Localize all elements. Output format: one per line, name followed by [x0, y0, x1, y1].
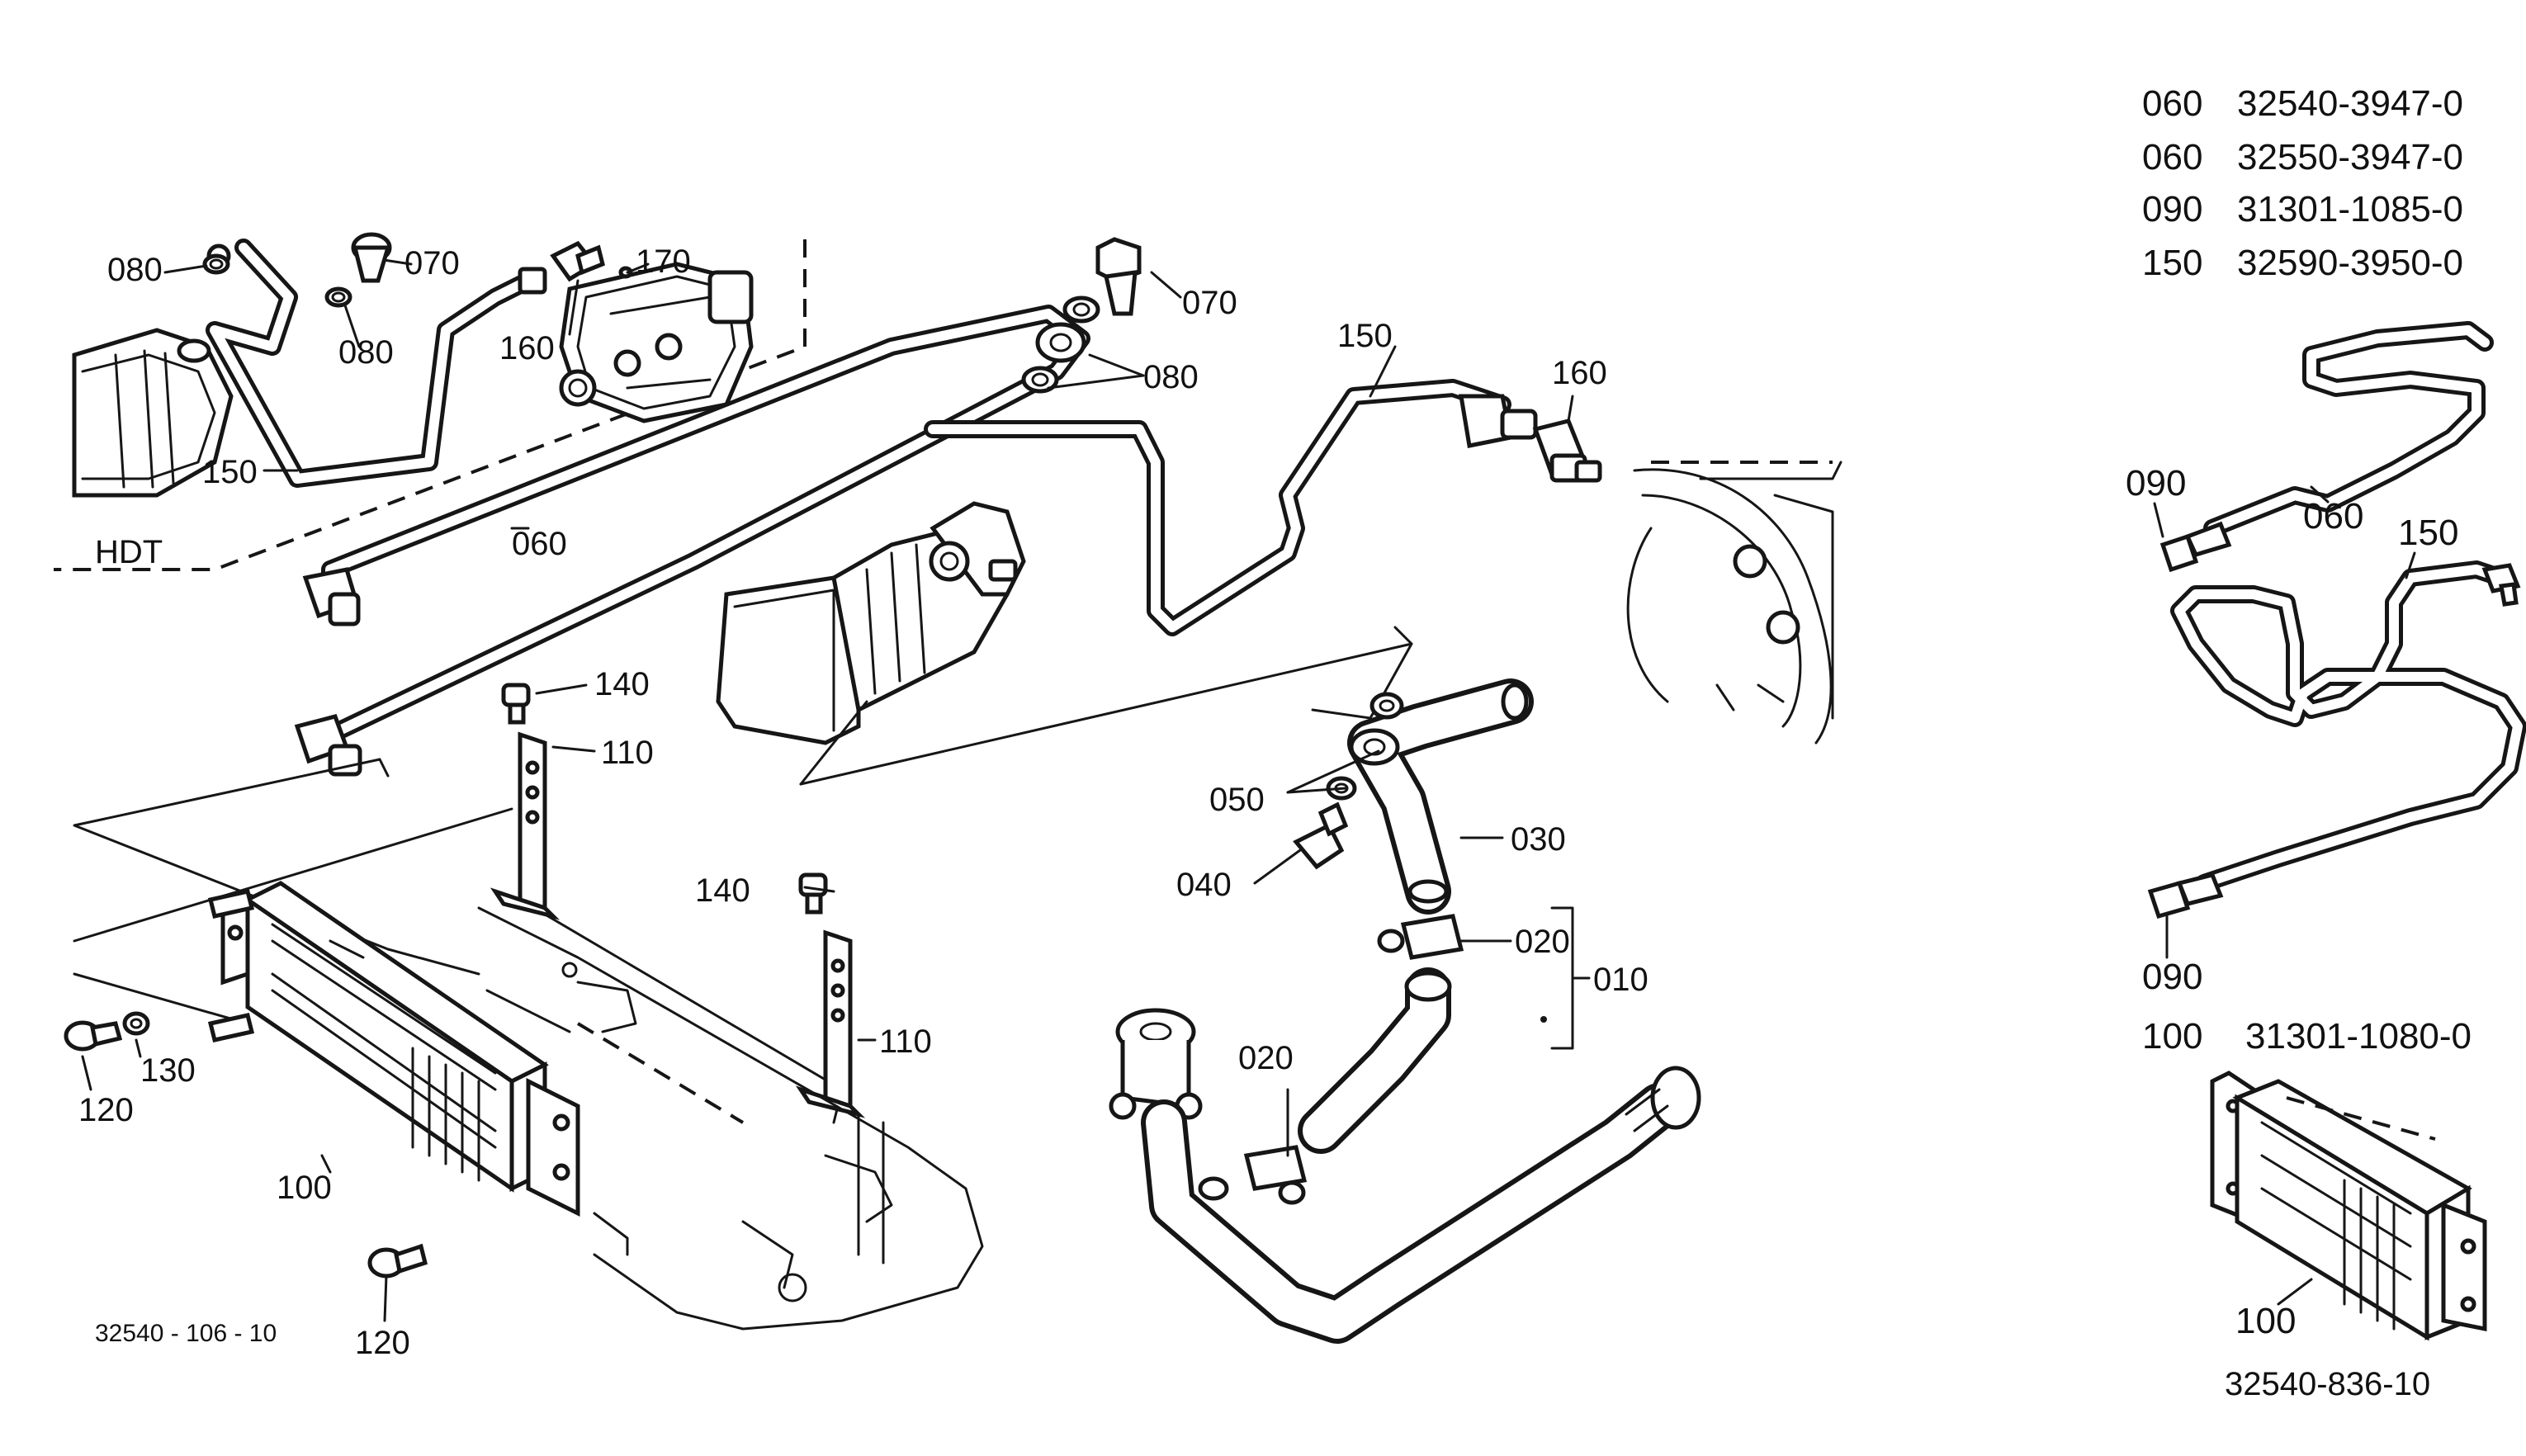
inset-pipe-060 — [2159, 321, 2494, 573]
inset-callout-090-upper: 090 — [2126, 463, 2186, 503]
fitting-060-bottom — [294, 714, 362, 777]
callout-080-middle: 080 — [1143, 359, 1199, 395]
callout-070-middle: 070 — [1182, 285, 1237, 321]
inset-callout-060: 060 — [2303, 496, 2363, 537]
callout-140-right: 140 — [695, 872, 750, 909]
hose-clamp-020-upper — [1377, 914, 1464, 960]
callout-110-right: 110 — [879, 1023, 932, 1060]
callout-020-lower: 020 — [1238, 1040, 1294, 1076]
parts-list-ref-4: 150 — [2142, 243, 2202, 283]
callout-080-upper-mid: 080 — [338, 334, 394, 371]
hdt-pump — [72, 243, 234, 498]
callout-030: 030 — [1511, 821, 1566, 858]
callout-110-left: 110 — [601, 735, 654, 771]
pipe-150-upper — [206, 239, 547, 488]
washer-080-upper-left — [202, 253, 230, 275]
callout-150-upper: 150 — [202, 454, 258, 490]
parts-list-partno-3: 31301-1085-0 — [2237, 189, 2463, 229]
fitting-150-end — [1459, 394, 1538, 448]
bolt-070-upper-left — [351, 232, 392, 283]
bolt-140-left — [501, 683, 531, 725]
parts-list-partno-2: 32550-3947-0 — [2237, 137, 2463, 177]
callout-140-left: 140 — [594, 666, 650, 702]
callout-130: 130 — [140, 1052, 196, 1089]
bolt-140-right — [798, 872, 828, 915]
callout-100: 100 — [277, 1170, 332, 1206]
inset-pipe-150 — [2147, 560, 2526, 919]
parts-list-partno-4: 32590-3950-0 — [2237, 243, 2463, 283]
variant-label-hdt: HDT — [95, 534, 163, 570]
callout-040: 040 — [1176, 867, 1232, 903]
pipe-150-middle — [924, 379, 1511, 636]
inset-leader-100 — [2277, 1278, 2313, 1306]
leader-pump-region — [799, 626, 1413, 786]
callout-160-upper: 160 — [499, 330, 555, 366]
inset-part-ref: 100 — [2142, 1016, 2202, 1057]
inset-callout-100: 100 — [2235, 1301, 2296, 1341]
figure-id-inset: 32540-836-10 — [2225, 1366, 2430, 1402]
bolt-120-lower — [367, 1243, 428, 1279]
callout-160-middle: 160 — [1552, 355, 1607, 391]
control-valve-block — [559, 262, 754, 423]
hdt-boundary — [54, 239, 807, 571]
group-010-bracket — [1540, 906, 1591, 1050]
callout-020-upper: 020 — [1515, 924, 1570, 960]
callout-170: 170 — [636, 243, 691, 280]
callout-120-lower: 120 — [355, 1325, 410, 1361]
washer-080-upper-mid — [324, 286, 352, 308]
parts-list-ref-2: 060 — [2142, 137, 2202, 177]
inset-part-number: 31301-1080-0 — [2245, 1016, 2472, 1057]
callout-050: 050 — [1209, 782, 1265, 818]
washer-050-a — [1369, 692, 1404, 720]
transmission-housing — [1626, 461, 1842, 745]
inset-callout-090-lower: 090 — [2142, 957, 2202, 997]
washer-080-middle-b — [1035, 322, 1086, 363]
bolt-120-upper — [64, 1020, 123, 1052]
callout-070-upper-left: 070 — [404, 245, 460, 281]
inset-oil-cooler — [2210, 1071, 2487, 1341]
bracket-110-right — [795, 929, 866, 1118]
hose-010 — [1298, 967, 1452, 1154]
hydraulic-pump — [716, 501, 1026, 745]
hose-clamp-020-lower — [1243, 1145, 1308, 1205]
inset-callout-150: 150 — [2398, 513, 2458, 553]
parts-list-ref-1: 060 — [2142, 83, 2202, 124]
washer-080-middle-c — [1021, 366, 1059, 394]
fitting-160-middle — [1532, 418, 1602, 483]
callout-150-middle: 150 — [1337, 318, 1393, 354]
washer-050-b — [1349, 728, 1400, 766]
fitting-060-top — [302, 567, 361, 626]
callout-060: 060 — [512, 526, 567, 562]
parts-list-ref-3: 090 — [2142, 189, 2202, 229]
bracket-110-left — [490, 731, 561, 920]
parts-list-partno-1: 32540-3947-0 — [2237, 83, 2463, 124]
inset-leader-090-upper — [2153, 502, 2164, 538]
washer-130 — [122, 1011, 150, 1036]
callout-120-upper: 120 — [78, 1092, 134, 1128]
callout-leaders — [81, 258, 1574, 1322]
frame-plate — [477, 906, 984, 1331]
bolt-070-middle — [1095, 237, 1142, 316]
callout-080-upper-left: 080 — [107, 252, 163, 288]
figure-id-main: 32540 - 106 - 10 — [95, 1320, 277, 1347]
inset-leader-150 — [2405, 551, 2416, 579]
washer-080-middle-a — [1062, 295, 1100, 324]
parts-list: 060 32540-3947-0 060 32550-3947-0 090 31… — [2142, 83, 2463, 283]
fitting-160-upper — [550, 240, 605, 282]
bolt-040 — [1293, 801, 1349, 870]
callout-010: 010 — [1593, 962, 1649, 998]
inset-leader-060 — [2310, 485, 2330, 503]
oil-cooler — [207, 881, 580, 1217]
lower-water-pipe — [1141, 1066, 1701, 1344]
